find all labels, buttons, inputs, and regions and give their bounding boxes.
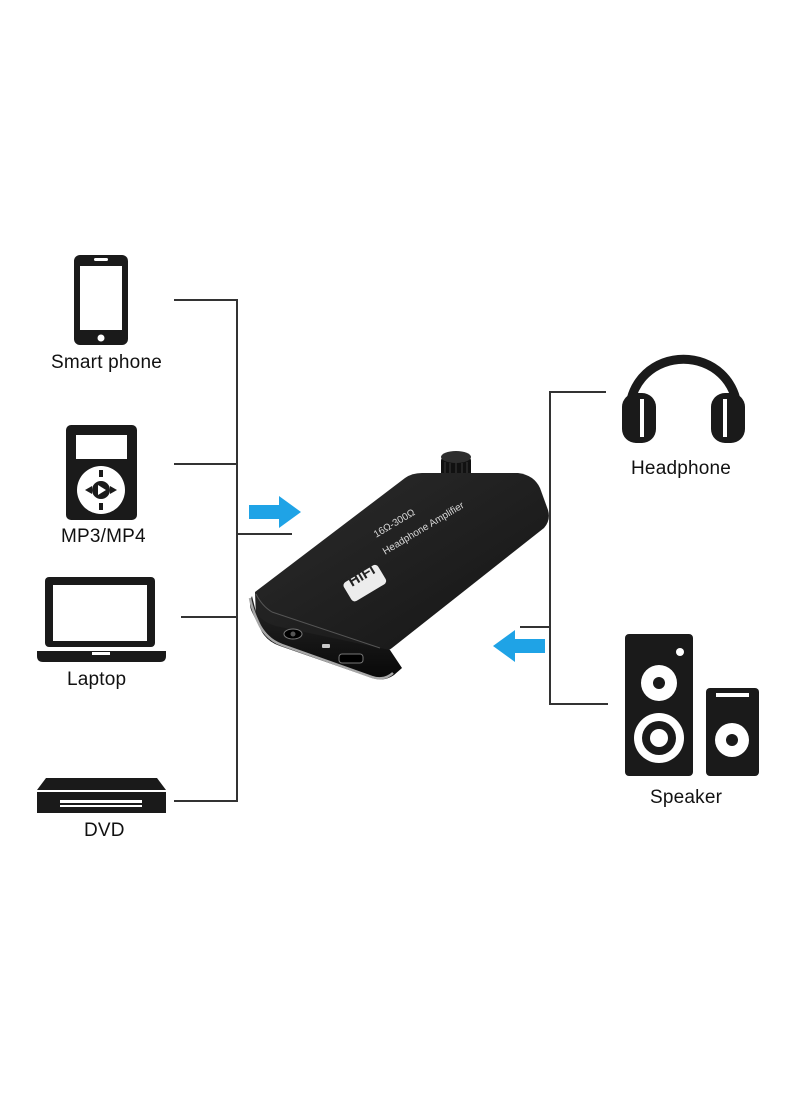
input-arrow	[249, 496, 301, 528]
mp3-mp4-label: MP3/MP4	[61, 526, 146, 547]
mp3-player-icon	[66, 425, 137, 520]
output-arrow	[493, 630, 545, 662]
led-indicator	[322, 644, 330, 648]
speaker-icon	[625, 634, 759, 776]
laptop-label: Laptop	[67, 669, 127, 690]
smartphone-icon	[74, 255, 128, 345]
headphone-amplifier-device	[248, 451, 549, 680]
source-connector-lines	[174, 299, 292, 802]
hifi-badge	[343, 564, 387, 602]
speaker-label: Speaker	[650, 787, 723, 808]
device-top-face	[255, 473, 549, 655]
usb-port	[338, 653, 364, 664]
headphone-label: Headphone	[631, 458, 732, 479]
laptop-icon	[37, 577, 166, 662]
headphones-icon	[622, 354, 745, 443]
device-front-face	[250, 596, 402, 680]
smartphone-label: Smart phone	[51, 352, 162, 373]
dvd-player-icon	[37, 778, 166, 813]
output-connector-lines	[520, 391, 608, 705]
device-edge-trim	[248, 597, 394, 680]
dvd-label: DVD	[84, 820, 125, 841]
